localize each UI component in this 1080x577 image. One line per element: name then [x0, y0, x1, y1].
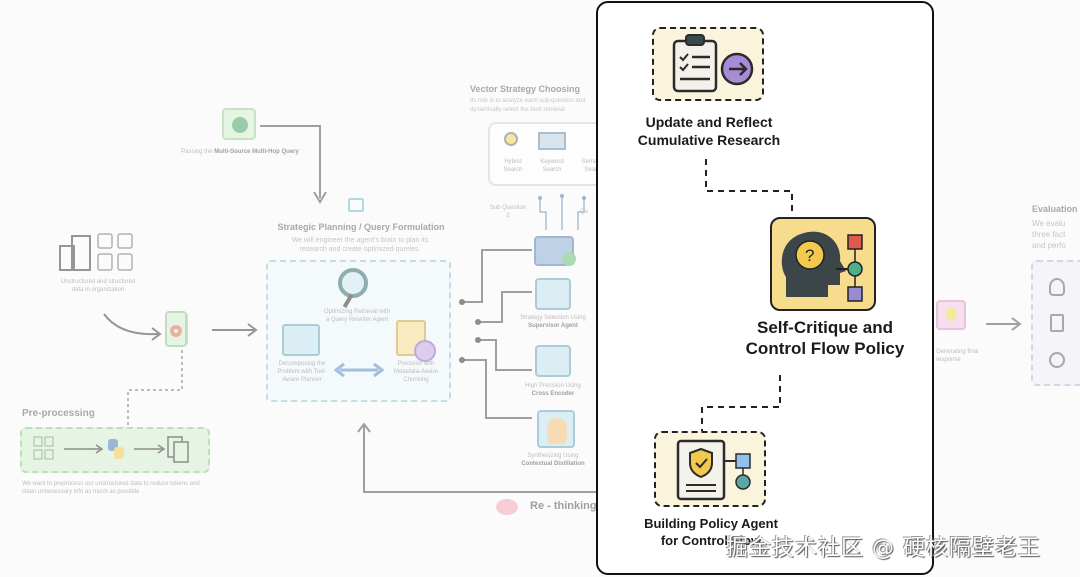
- node-planner: Decomposing the Problem with Tool-Aware …: [277, 361, 327, 383]
- planning-pipeline-connectors: [459, 249, 532, 419]
- vector-options-box: Hybrid Search Keyword Search Semantic Se…: [488, 122, 608, 186]
- option-hybrid-search: Hybrid Search: [503, 159, 523, 173]
- node-query-rewriter: Optimizing Retrieval with a Query Rewrit…: [323, 309, 391, 323]
- cross-encoder-icon: [535, 345, 571, 377]
- gear-tile: [165, 311, 187, 347]
- preprocessing-flow-icons: [33, 436, 189, 463]
- option-keyword-search: Keyword Search: [540, 159, 564, 173]
- document-icon: [1050, 314, 1064, 332]
- planner-icon: [282, 324, 320, 356]
- option-semantic-search: Semantic Search: [581, 159, 607, 173]
- preprocess-connector: [127, 350, 183, 426]
- evaluation-title: Evaluation: [1032, 204, 1078, 214]
- response-to-evaluation-arrow: [986, 317, 1022, 331]
- self-critique-tile: ?: [770, 217, 876, 311]
- contextual-distillation-icon: [537, 410, 575, 448]
- gear-to-planning-arrow: [212, 323, 258, 337]
- preprocessing-description: We want to preprocess our unstructured d…: [22, 481, 200, 495]
- query-input-label: Passing the Multi-Source Multi-Hop Query: [181, 149, 299, 155]
- gauge-icon: [1049, 352, 1065, 368]
- data-source-label: Unstructured and structured data in orga…: [60, 279, 136, 293]
- vector-strategy-title: Vector Strategy Choosing: [470, 84, 581, 94]
- data-sources-icon: [59, 233, 133, 271]
- calendar-icon: [348, 198, 364, 212]
- sub-question-connectors: [538, 194, 586, 230]
- bidirectional-arrow: [334, 362, 384, 378]
- user-icon: [1049, 278, 1065, 296]
- rethinking-loop-arrow: [357, 422, 596, 493]
- strategic-planning-description: We will engineer the agent's brain to pl…: [291, 237, 429, 253]
- policy-document-icon: [676, 439, 751, 501]
- data-to-gear-arrow: [103, 313, 162, 341]
- brain-icon: [496, 499, 518, 515]
- strategic-planning-title: Strategic Planning / Query Formulation: [277, 222, 445, 232]
- thinking-head-icon: ?: [781, 231, 863, 302]
- policy-agent-tile: [654, 431, 766, 507]
- svg-text:?: ?: [805, 246, 814, 265]
- lightbulb-icon: [936, 300, 966, 330]
- rethinking-label: Re - thinking: [530, 500, 597, 512]
- update-to-critique-connector: [705, 159, 793, 215]
- query-arrow: [260, 125, 327, 204]
- watermark-text: 掘金技术社区 @ 硬核隔壁老王: [726, 536, 1041, 561]
- policy-agent-title: Building Policy Agent for Control Flow: [644, 516, 778, 548]
- hybrid-search-icon: [504, 132, 518, 146]
- update-reflect-title: Update and Reflect Cumulative Research: [637, 114, 781, 148]
- supervisor-agent-icon: [535, 278, 571, 310]
- final-response-label: Generating final response: [936, 349, 979, 363]
- preprocessing-title: Pre-processing: [22, 408, 95, 419]
- focus-panel: Update and Reflect Cumulative Research ?…: [596, 1, 934, 575]
- query-rewriter-icon: [338, 268, 368, 298]
- self-critique-title: Self-Critique and Control Flow Policy: [745, 318, 905, 358]
- sub-question-label: Sub Question 2: [489, 205, 527, 219]
- keyword-search-icon: [538, 132, 566, 150]
- critique-to-policy-connector: [701, 375, 781, 433]
- strategic-planning-panel: Optimizing Retrieval with a Query Rewrit…: [266, 260, 451, 402]
- evaluation-panel: [1031, 260, 1080, 386]
- clipboard-icon: [672, 34, 754, 93]
- preprocessing-box: [20, 427, 210, 473]
- query-input-icon: [222, 108, 256, 140]
- evaluation-description: We evalu three fact and perfo: [1032, 219, 1066, 250]
- update-reflect-tile: [652, 27, 764, 101]
- node-metadata: Precision with Metadata-Aware Chunking: [394, 361, 438, 383]
- vector-strategy-description: Its role is to analyze each sub-question…: [470, 98, 586, 113]
